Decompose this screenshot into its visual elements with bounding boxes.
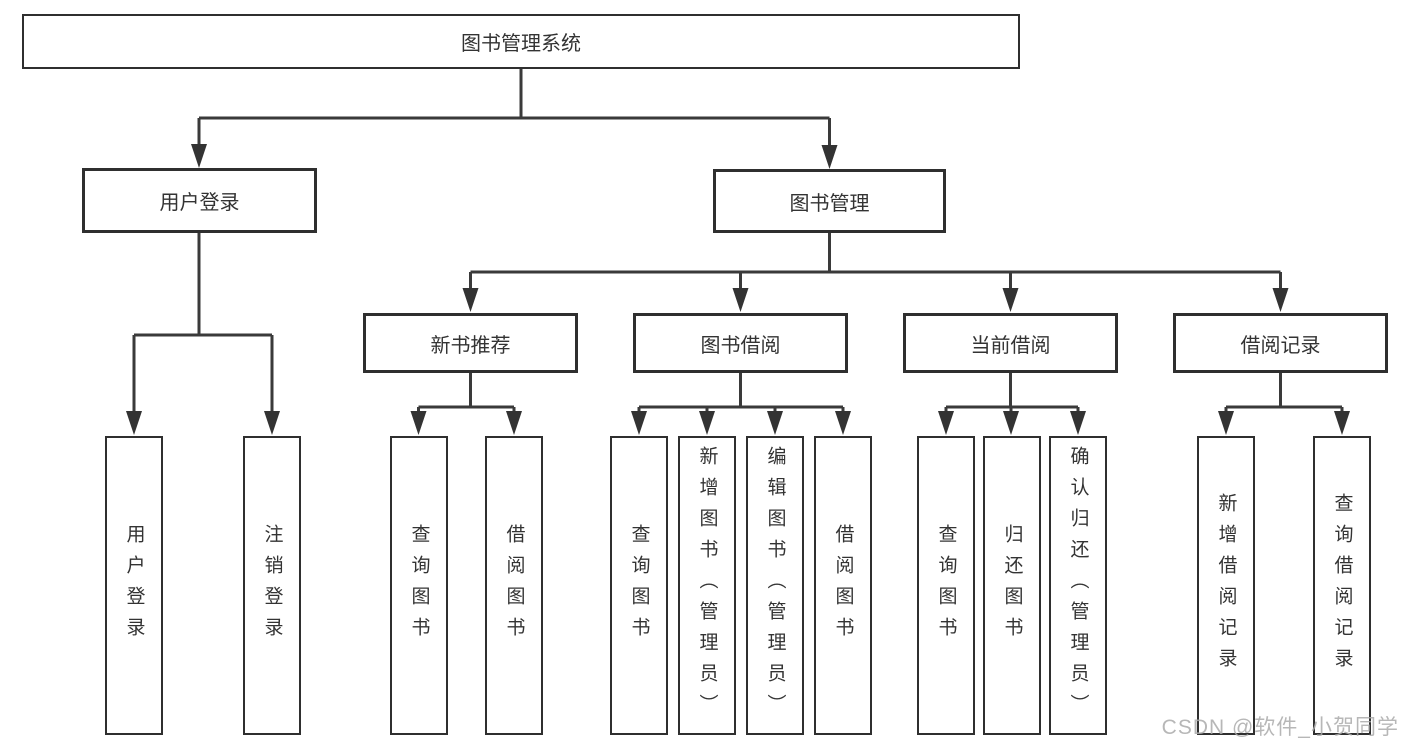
node-new-book-recommend-label: 新书推荐	[430, 334, 511, 357]
node-book-management-label: 图书管理	[789, 192, 870, 215]
node-current-borrow: 当前借阅	[903, 313, 1118, 373]
leaf-confirm-return-admin-label: 确认归还（管理员）	[1067, 446, 1089, 725]
leaf-add-book-admin-label: 新增图书（管理员）	[696, 446, 718, 725]
leaf-query-book-current-label: 查询图书	[935, 523, 957, 648]
leaf-borrow-book-recommend: 借阅图书	[485, 436, 543, 735]
node-user-login-label: 用户登录	[159, 192, 240, 214]
watermark: CSDN @软件_小贺同学	[1161, 716, 1399, 739]
leaf-query-book-borrow-label: 查询图书	[628, 523, 650, 648]
leaf-query-book-recommend: 查询图书	[390, 436, 448, 735]
leaf-confirm-return-admin: 确认归还（管理员）	[1049, 436, 1107, 735]
leaf-logout-label: 注销登录	[261, 523, 283, 648]
leaf-user-login-label: 用户登录	[123, 523, 145, 648]
leaf-add-borrow-record: 新增借阅记录	[1197, 436, 1255, 735]
leaf-add-borrow-record-label: 新增借阅记录	[1215, 492, 1237, 679]
arrowhead-icons	[126, 144, 1350, 435]
node-book-borrow: 图书借阅	[633, 313, 848, 373]
leaf-query-book-recommend-label: 查询图书	[408, 523, 430, 648]
node-current-borrow-label: 当前借阅	[970, 334, 1051, 357]
leaf-edit-book-admin-label: 编辑图书（管理员）	[764, 446, 786, 725]
node-root: 图书管理系统	[22, 14, 1020, 69]
leaf-query-book-current: 查询图书	[917, 436, 975, 735]
leaf-query-borrow-record: 查询借阅记录	[1313, 436, 1371, 735]
node-new-book-recommend: 新书推荐	[363, 313, 578, 373]
node-book-borrow-label: 图书借阅	[700, 334, 781, 357]
node-book-management: 图书管理	[713, 169, 946, 233]
leaf-edit-book-admin: 编辑图书（管理员）	[746, 436, 804, 735]
leaf-borrow-book: 借阅图书	[814, 436, 872, 735]
node-root-label: 图书管理系统	[461, 33, 581, 55]
leaf-query-borrow-record-label: 查询借阅记录	[1331, 492, 1353, 679]
leaf-return-book-label: 归还图书	[1001, 523, 1023, 648]
node-borrow-records-label: 借阅记录	[1240, 334, 1321, 357]
leaf-user-login: 用户登录	[105, 436, 163, 735]
node-user-login: 用户登录	[82, 168, 317, 233]
leaf-return-book: 归还图书	[983, 436, 1041, 735]
leaf-borrow-book-recommend-label: 借阅图书	[503, 523, 525, 648]
node-borrow-records: 借阅记录	[1173, 313, 1388, 373]
leaf-add-book-admin: 新增图书（管理员）	[678, 436, 736, 735]
leaf-logout: 注销登录	[243, 436, 301, 735]
leaf-query-book-borrow: 查询图书	[610, 436, 668, 735]
leaf-borrow-book-label: 借阅图书	[832, 523, 854, 648]
